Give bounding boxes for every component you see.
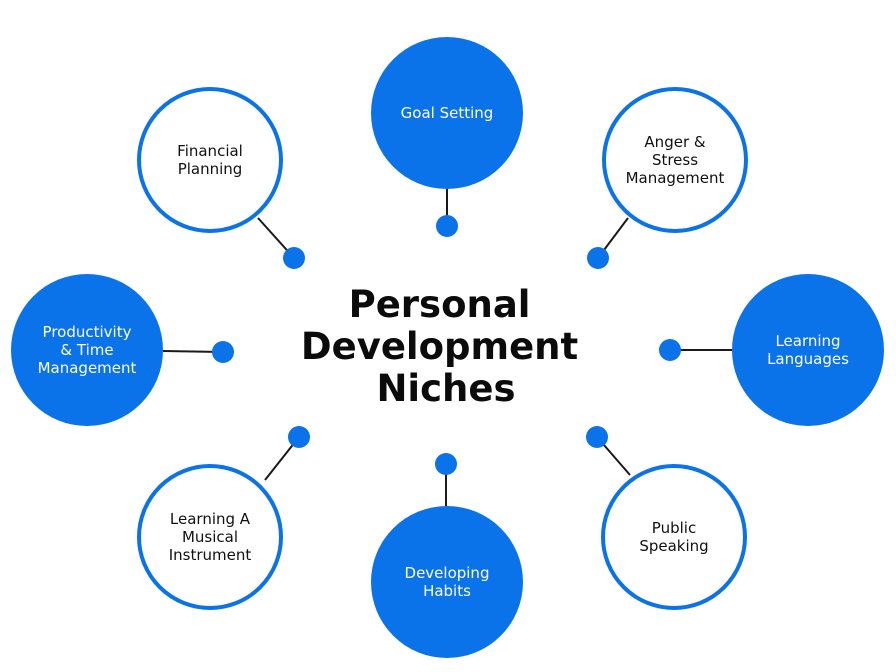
node-label-line: Management: [38, 359, 137, 377]
node-label-line: Public: [652, 519, 696, 537]
node-label-line: Learning: [775, 332, 840, 350]
node-label-line: Planning: [178, 160, 243, 178]
diagram-title: Personal Development Niches: [301, 283, 591, 410]
connector-dot-productivity-time-management: [212, 341, 234, 363]
node-label-line: Habits: [423, 582, 471, 600]
node-label-line: Anger &: [644, 133, 705, 151]
node-label-line: Productivity: [43, 323, 132, 341]
title-line-3: Niches: [376, 367, 515, 410]
connector-dot-anger-stress-management: [587, 247, 609, 269]
node-circle-learning-languages: [732, 274, 884, 426]
node-circle-learning-musical-instrument: [137, 464, 283, 610]
node-label-line: Musical: [182, 528, 238, 546]
connector-dot-goal-setting: [436, 215, 458, 237]
connector-dot-learning-languages: [659, 339, 681, 361]
node-label-goal-setting: Goal Setting: [401, 104, 494, 122]
node-label-line: Financial: [177, 142, 243, 160]
node-circle-goal-setting: [371, 37, 523, 189]
node-label-line: & Time: [60, 341, 113, 359]
node-label-line: Goal Setting: [401, 104, 494, 122]
connector-dot-financial-planning: [283, 247, 305, 269]
node-circle-productivity-time-management: [11, 274, 163, 426]
node-label-line: Stress: [652, 151, 698, 169]
node-label-line: Learning A: [170, 510, 251, 528]
node-label-line: Developing: [405, 564, 490, 582]
node-circle-anger-stress-management: [602, 87, 748, 233]
connector-dot-developing-habits: [435, 453, 457, 475]
node-circle-financial-planning: [137, 87, 283, 233]
node-label-line: Instrument: [169, 546, 252, 564]
connector-dot-learning-musical-instrument: [288, 426, 310, 448]
title-line-1: Personal: [349, 283, 531, 326]
connector-layer: [162, 189, 732, 506]
node-label-line: Speaking: [639, 537, 708, 555]
node-goal-setting: Goal Setting: [371, 37, 523, 189]
node-label-line: Management: [626, 169, 725, 187]
title-line-2: Development: [301, 325, 578, 368]
node-circle-developing-habits: [371, 506, 523, 658]
node-circle-public-speaking: [601, 464, 747, 610]
node-label-line: Languages: [767, 350, 849, 368]
connector-dot-public-speaking: [586, 426, 608, 448]
